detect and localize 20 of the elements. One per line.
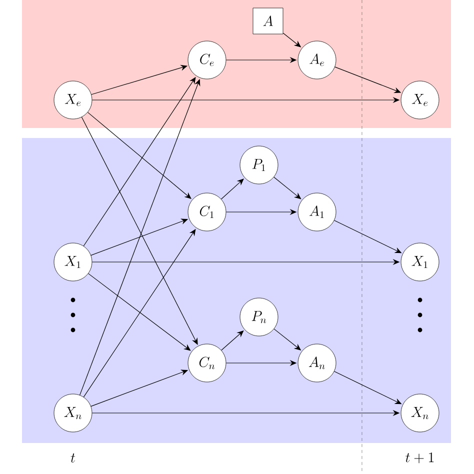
arrow	[81, 116, 198, 345]
variable-node: $X_n$	[54, 394, 92, 432]
variable-node: $C_e$	[188, 40, 226, 80]
variable-node: $P_n$	[240, 298, 278, 336]
variable-node: $X_n$	[400, 394, 440, 432]
time-label: $t+1$	[406, 452, 434, 464]
variable-node: $X_e$	[54, 80, 92, 120]
variable-node: $A_e$	[298, 40, 336, 80]
variable-node: $P_1$	[240, 146, 278, 184]
variable-node: $A_1$	[298, 192, 336, 232]
arrow	[274, 176, 302, 200]
variable-node: $X_1$	[54, 242, 92, 282]
arrow	[88, 273, 191, 351]
time-label: $t$	[70, 453, 76, 463]
variable-node: $C_n$	[188, 344, 226, 382]
variable-node: $C_1$	[188, 192, 226, 232]
variable-box: $A$	[252, 8, 284, 34]
variable-node: $X_e$	[400, 80, 440, 120]
variable-node: $A_n$	[298, 344, 336, 382]
variable-node: $X_1$	[400, 242, 440, 282]
